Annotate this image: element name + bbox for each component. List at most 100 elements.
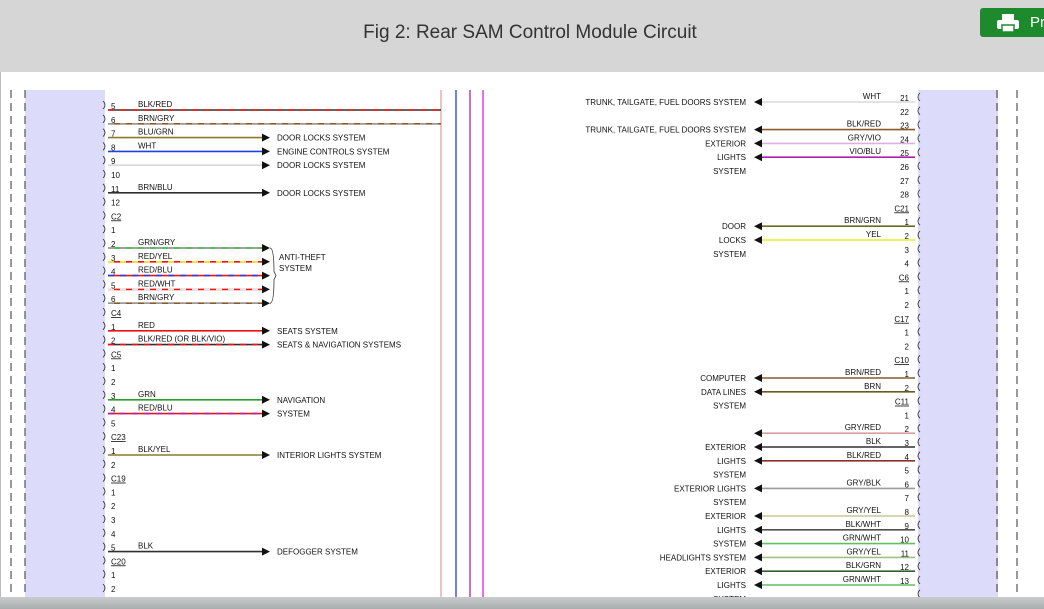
- pin-bracket: [102, 376, 106, 386]
- wire-label: WHT: [863, 92, 881, 101]
- pin-bracket: [917, 534, 921, 543]
- pin-number: 6: [111, 116, 116, 125]
- pin-bracket: [102, 445, 106, 455]
- destination-label: SYSTEM: [713, 498, 746, 507]
- pin-number: 4: [905, 260, 910, 269]
- pin-bracket: [917, 244, 921, 254]
- destination-label: DOOR LOCKS SYSTEM: [277, 161, 366, 170]
- wire-label: GRN: [138, 390, 156, 399]
- wire-label: GRY/VIO: [848, 133, 881, 142]
- arrow-right-icon: [262, 395, 270, 404]
- pin-number: 7: [111, 130, 116, 139]
- pin-bracket: [917, 423, 921, 433]
- pin-bracket: [102, 321, 106, 331]
- pin-bracket: [917, 465, 921, 474]
- wire-label: GRN/WHT: [843, 534, 881, 543]
- left-pin-row: 2: [102, 583, 116, 594]
- pin-number: 5: [905, 467, 910, 476]
- connector-name: C11: [895, 398, 910, 407]
- wire-label: RED/YEL: [138, 252, 173, 261]
- print-button[interactable]: Pr: [980, 8, 1044, 37]
- wire-label: BLK/GRN: [846, 561, 881, 570]
- pin-bracket: [102, 155, 106, 165]
- bottom-scroll-bar[interactable]: [0, 597, 1044, 609]
- arrow-right-icon: [262, 340, 270, 349]
- left-pin-row: 5: [102, 418, 116, 428]
- pin-number: 26: [900, 163, 909, 172]
- group-brace: [269, 247, 277, 304]
- pin-number: 2: [905, 425, 910, 434]
- pin-bracket: [102, 211, 106, 220]
- pin-bracket: [102, 169, 106, 179]
- pin-number: 3: [111, 516, 116, 525]
- pin-bracket: [917, 189, 921, 198]
- arrow-left-icon: [754, 512, 762, 520]
- pin-number: 2: [111, 585, 116, 594]
- pin-bracket: [917, 272, 921, 281]
- arrow-left-icon: [754, 222, 762, 231]
- pin-bracket: [102, 473, 106, 482]
- left-pin-row: 3: [102, 514, 116, 525]
- left-connector-label: C20: [102, 556, 126, 566]
- pin-number: 11: [111, 185, 120, 194]
- pin-bracket: [917, 437, 921, 447]
- arrow-left-icon: [754, 374, 762, 382]
- pin-bracket: [917, 92, 921, 102]
- arrow-left-icon: [754, 553, 762, 562]
- pin-bracket: [102, 335, 106, 344]
- destination-label: DEFOGGER SYSTEM: [277, 548, 358, 557]
- arrow-left-icon: [754, 236, 762, 244]
- wire-label: YEL: [866, 230, 882, 239]
- right-pin-column: 2 1 WHT TRUNK, TAILGATE, FUEL DOORS SYSTEM 2…: [585, 92, 921, 597]
- destination-label: SYSTEM: [713, 167, 746, 176]
- pin-bracket: [102, 418, 106, 427]
- arrow-left-icon: [754, 153, 762, 162]
- connector-name: C20: [111, 557, 126, 566]
- destination-label: SYSTEM: [277, 410, 310, 419]
- destination-label: SYSTEM: [713, 471, 746, 480]
- pin-number: 1: [111, 571, 116, 580]
- right-pin-row: 2: [905, 341, 921, 351]
- connector-name: C23: [111, 433, 126, 442]
- right-pin-row: 1: [905, 285, 921, 296]
- wire-label: RED/BLU: [138, 266, 173, 275]
- right-connector-label: C6: [899, 272, 921, 282]
- wire-label: BRN/BLU: [138, 183, 173, 192]
- pin-bracket: [917, 216, 921, 226]
- pin-number: 27: [900, 177, 909, 186]
- destination-label: TRUNK, TAILGATE, FUEL DOORS SYSTEM: [585, 126, 746, 135]
- right-pin-row: 27: [900, 175, 921, 186]
- pin-number: 1: [111, 488, 116, 497]
- wire-label: BLK/WHT: [845, 520, 881, 529]
- connector-name: C2: [111, 212, 122, 221]
- right-connector-label: C17: [894, 313, 921, 324]
- arrow-left-icon: [754, 443, 762, 451]
- wire-label: VIO/BLU: [849, 147, 881, 156]
- left-pin-row: 2: [102, 459, 116, 470]
- pin-bracket: [102, 266, 106, 275]
- arrow-right-icon: [262, 147, 270, 156]
- pin-number: 1: [111, 226, 116, 235]
- pin-number: 13: [900, 577, 909, 586]
- pin-bracket: [102, 252, 106, 262]
- wire-label: BRN/GRN: [844, 216, 881, 225]
- pin-bracket: [102, 183, 106, 193]
- pin-bracket: [102, 459, 106, 469]
- pin-number: 1: [111, 447, 116, 456]
- destination-label: LIGHTS: [717, 526, 746, 535]
- figure-title: Fig 2: Rear SAM Control Module Circuit: [363, 22, 697, 43]
- pin-bracket: [917, 313, 921, 323]
